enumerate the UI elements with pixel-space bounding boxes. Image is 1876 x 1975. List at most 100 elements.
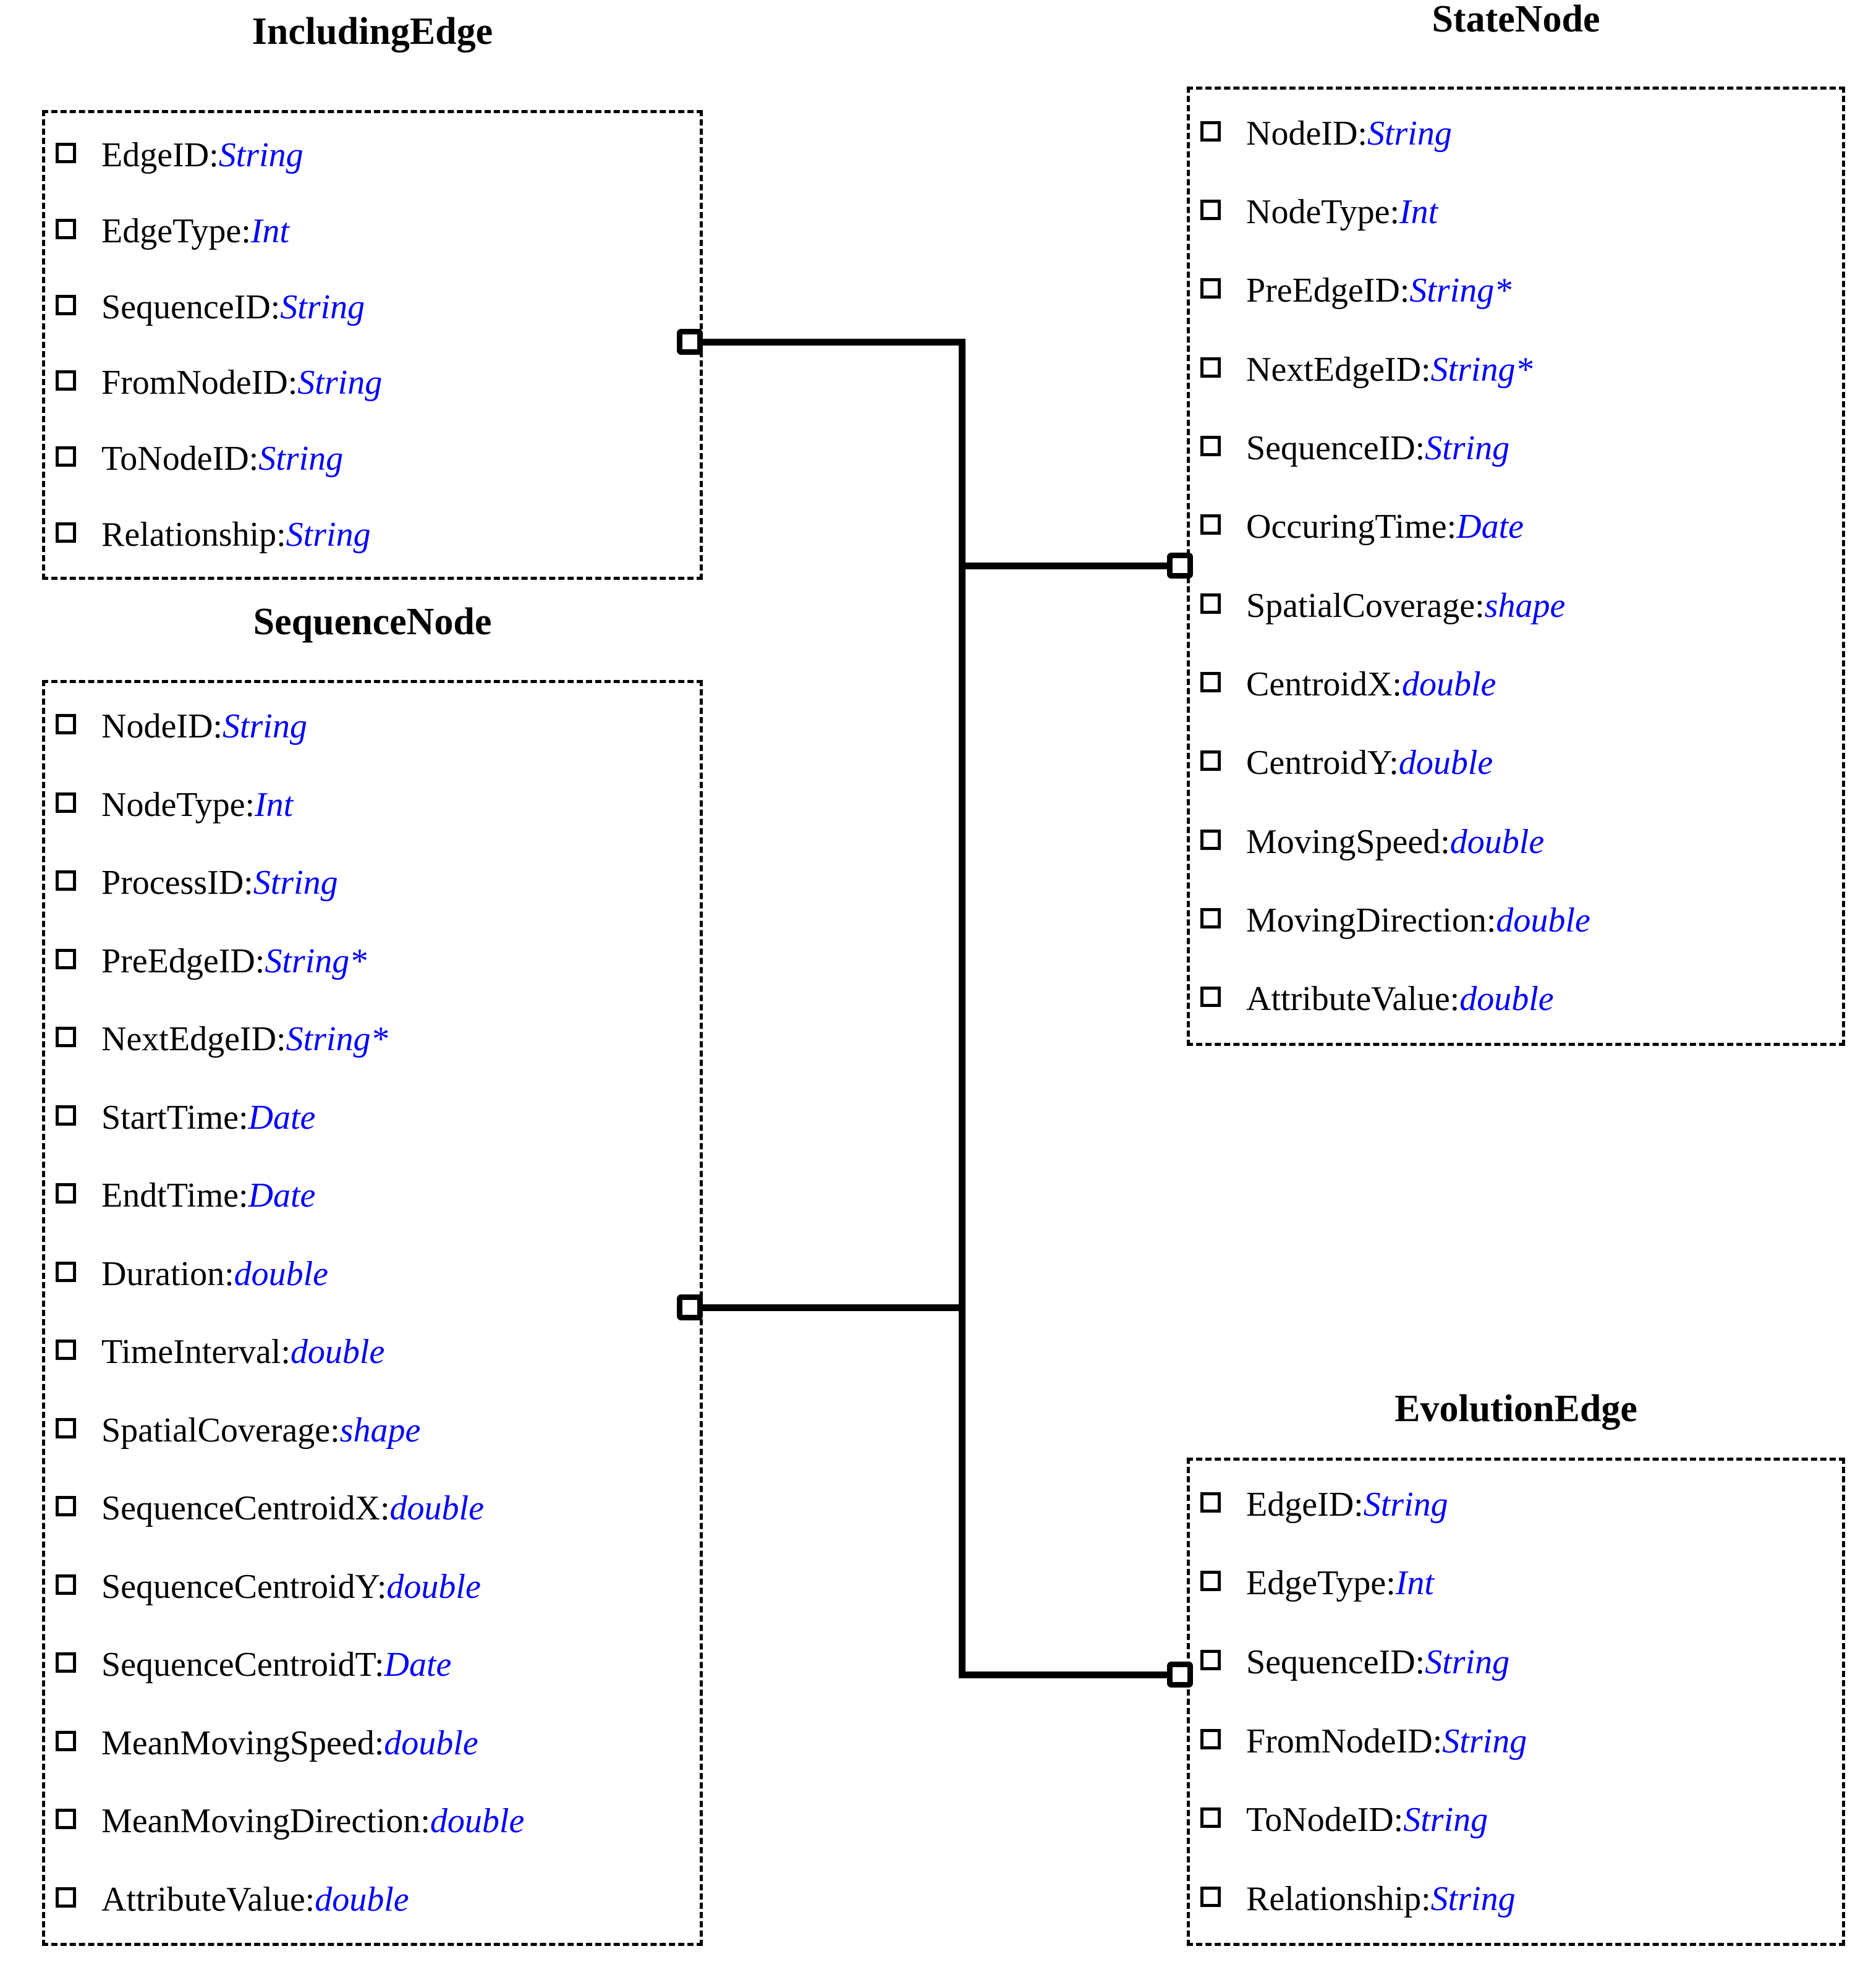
square-bullet-icon [56,1340,81,1366]
connector-including-edge-to-trunk [698,339,966,346]
attribute-row: SequenceCentroidX:double [56,1469,692,1548]
attribute-row: MeanMovingSpeed:double [56,1704,692,1783]
attribute-type: String [253,864,338,903]
attribute-row: StartTime:Date [56,1079,692,1157]
attribute-type: double [1398,744,1493,783]
attribute-type: Int [1399,192,1438,231]
attribute-type: double [430,1802,525,1841]
attribute-row: AttributeValue:double [1200,960,1835,1038]
attribute-type: double [1401,665,1496,703]
attribute-name: EdgeID: [1246,1485,1364,1524]
attribute-name: SequenceCentroidT: [101,1646,384,1684]
attribute-name: Duration: [101,1254,234,1293]
attribute-name: ToNodeID: [101,439,259,478]
attribute-row: EdgeType:Int [1200,1544,1835,1623]
attribute-type: String* [265,941,367,980]
attribute-type: String [218,136,303,175]
attribute-row: OccuringTime:Date [1200,488,1835,566]
attribute-type: Date [1456,508,1524,546]
attribute-type: Date [248,1098,316,1137]
square-bullet-icon [1200,1571,1226,1597]
connector-endpoint-evolution-edge[interactable] [1167,1662,1193,1688]
attribute-row: Relationship:String [56,496,692,572]
attribute-type: double [1459,980,1554,1019]
square-bullet-icon [1200,121,1226,147]
attribute-row: MovingSpeed:double [1200,802,1835,881]
connector-vertical-trunk [959,339,966,1678]
attribute-name: AttributeValue: [101,1880,315,1919]
attribute-type: double [315,1880,409,1919]
attribute-row: ToNodeID:String [1200,1781,1835,1860]
square-bullet-icon [1200,671,1226,697]
attribute-row: MovingDirection:double [1200,881,1835,959]
attribute-type: String [1403,1801,1488,1840]
attribute-type: String* [286,1020,388,1059]
attribute-row: ProcessID:String [56,844,692,922]
attribute-row: NodeID:String [56,687,692,766]
attribute-name: FromNodeID: [1246,1722,1443,1761]
attribute-name: EdgeID: [101,136,219,175]
class-title-including-edge: IncludingEdge [252,11,493,53]
attribute-name: NextEdgeID: [1246,350,1431,389]
attribute-row: SpatialCoverage:shape [56,1391,692,1470]
square-bullet-icon [56,143,81,169]
attribute-name: FromNodeID: [101,363,298,402]
attribute-name: SpatialCoverage: [1246,586,1485,625]
attribute-name: SequenceID: [1246,428,1425,467]
attribute-type: Date [384,1646,452,1684]
attribute-type: String* [1430,350,1533,389]
attribute-type: Int [255,785,294,824]
attribute-row: MeanMovingDirection:double [56,1782,692,1861]
square-bullet-icon [1200,1492,1226,1518]
attribute-type: String [286,515,371,554]
attribute-row: SequenceCentroidT:Date [56,1626,692,1704]
square-bullet-icon [1200,829,1226,855]
attribute-row: NodeType:Int [56,766,692,844]
attribute-type: String [1367,114,1452,153]
attribute-type: double [386,1567,481,1606]
attribute-name: SequenceCentroidY: [101,1567,387,1606]
attribute-type: String* [1409,271,1512,310]
square-bullet-icon [56,1183,81,1209]
attribute-row: SequenceID:String [1200,409,1835,487]
square-bullet-icon [1200,1650,1226,1676]
attribute-name: EndtTime: [101,1176,248,1215]
square-bullet-icon [56,1887,81,1913]
connector-endpoint-state-node[interactable] [1167,553,1193,579]
attribute-name: ToNodeID: [1246,1801,1404,1840]
square-bullet-icon [1200,1807,1226,1833]
attribute-name: PreEdgeID: [101,941,265,980]
attribute-name: CentroidX: [1246,665,1402,703]
square-bullet-icon [1200,593,1226,619]
attribute-row: AttributeValue:double [56,1861,692,1939]
attribute-type: String [280,287,365,326]
attribute-row: SequenceCentroidY:double [56,1548,692,1626]
connector-endpoint-including-edge[interactable] [677,329,703,355]
square-bullet-icon [56,446,81,472]
attribute-name: MovingSpeed: [1246,822,1450,861]
square-bullet-icon [1200,1728,1226,1754]
attribute-name: NodeType: [1246,192,1400,231]
attribute-type: String [1430,1880,1516,1919]
connector-trunk-to-state-node [959,563,1180,569]
attribute-type: shape [1484,586,1566,625]
attribute-name: Relationship: [101,515,286,554]
square-bullet-icon [56,1809,81,1835]
attribute-row: CentroidY:double [1200,724,1835,802]
square-bullet-icon [56,294,81,320]
attribute-row: EdgeID:String [56,117,692,193]
attribute-row: SequenceID:String [56,269,692,345]
attribute-row: TimeInterval:double [56,1313,692,1391]
connector-endpoint-sequence-node[interactable] [677,1294,703,1320]
square-bullet-icon [1200,1887,1226,1913]
attribute-name: ProcessID: [101,864,253,903]
square-bullet-icon [1200,357,1226,383]
attribute-type: String [222,707,307,746]
attribute-row: NodeType:Int [1200,172,1835,251]
attribute-type: Int [250,211,289,250]
attribute-type: String [1442,1722,1527,1761]
